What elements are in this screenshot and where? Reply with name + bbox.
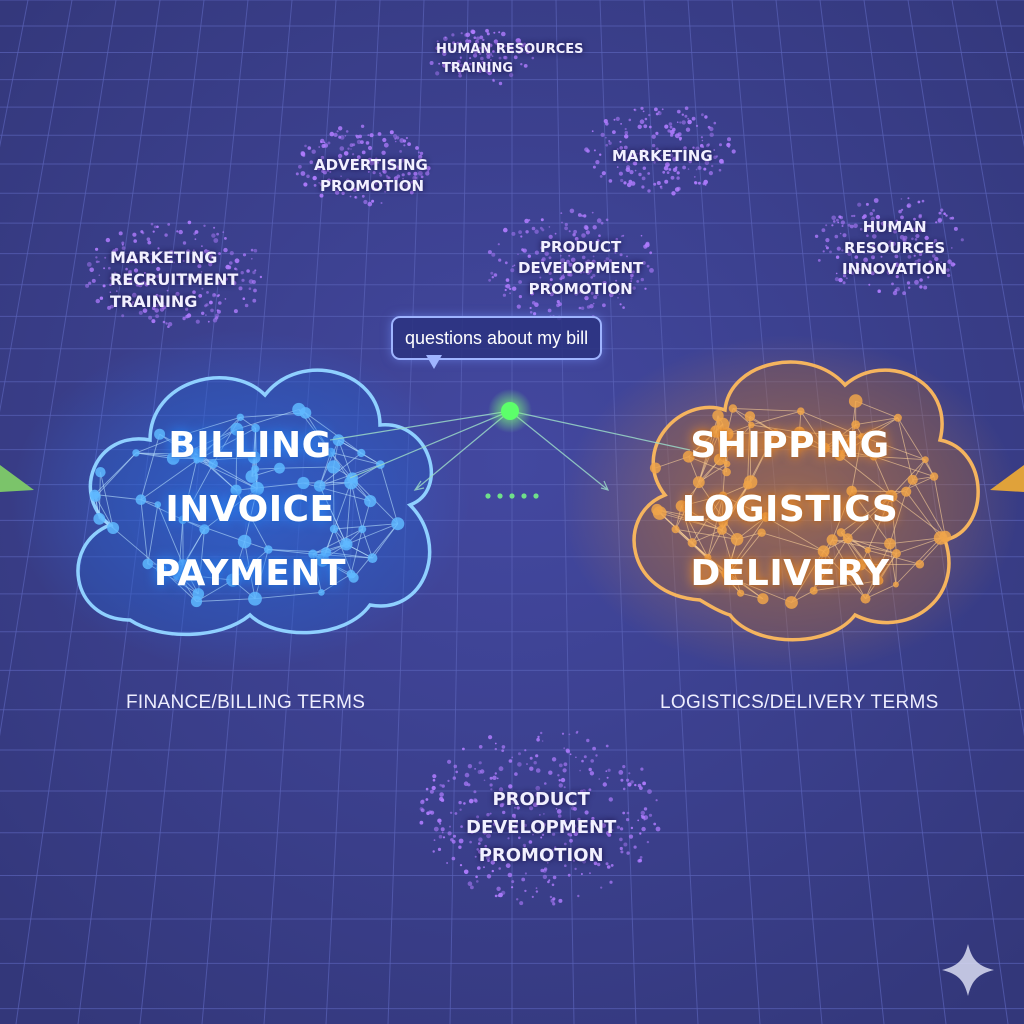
- cluster-label-advertising: ADVERTISING PROMOTION: [314, 155, 428, 197]
- left-arrow-icon: [0, 465, 34, 492]
- cluster-line: PROMOTION: [320, 177, 425, 195]
- cluster-line: DEVELOPMENT: [466, 817, 617, 838]
- cluster-term: PAYMENT: [153, 553, 347, 594]
- query-point: [501, 402, 519, 420]
- cluster-line: INNOVATION: [842, 260, 948, 278]
- cluster-line: TRAINING: [442, 61, 514, 76]
- query-connections: [329, 410, 691, 491]
- cluster-line: HUMAN: [862, 218, 927, 236]
- cluster-term: INVOICE: [165, 489, 335, 530]
- billing-caption: FINANCE/BILLING TERMS: [126, 692, 366, 713]
- shipping-cluster-terms: SHIPPING LOGISTICS DELIVERY: [660, 414, 920, 606]
- cluster-term: DELIVERY: [690, 553, 890, 594]
- cluster-line: PRODUCT: [540, 238, 622, 256]
- cluster-label-product-top: PRODUCT DEVELOPMENT PROMOTION: [518, 237, 643, 300]
- cluster-label-hr-training: HUMAN RESOURCES TRAINING: [436, 40, 584, 78]
- cluster-line: PROMOTION: [478, 845, 604, 866]
- shipping-caption: LOGISTICS/DELIVERY TERMS: [660, 692, 939, 713]
- cluster-line: HUMAN RESOURCES: [436, 42, 584, 57]
- cluster-label-product-bottom: PRODUCT DEVELOPMENT PROMOTION: [466, 786, 616, 870]
- shipping-cluster-cloud: [632, 360, 980, 642]
- background-scatter-points: [85, 28, 964, 906]
- cluster-line: TRAINING: [110, 292, 198, 311]
- cluster-line: PRODUCT: [492, 789, 590, 810]
- query-bubble-tail: [426, 355, 442, 369]
- billing-cluster-cloud: [76, 368, 433, 637]
- query-bubble: questions about my bill: [391, 316, 603, 360]
- cluster-line: RESOURCES: [844, 239, 946, 257]
- cluster-term: SHIPPING: [690, 425, 890, 466]
- right-arrow-icon: [990, 465, 1024, 492]
- query-text: questions about my bill: [405, 328, 589, 348]
- cluster-label-marketing: MARKETING: [612, 146, 713, 167]
- sparkle-icon: [942, 944, 994, 996]
- cluster-label-marketing-recruitment: MARKETING RECRUITMENT TRAINING: [110, 247, 238, 313]
- cluster-line: MARKETING: [612, 147, 713, 165]
- cluster-term: BILLING: [168, 425, 332, 466]
- cluster-term: LOGISTICS: [681, 489, 899, 530]
- shipping-network: [649, 394, 952, 609]
- billing-cluster-terms: BILLING INVOICE PAYMENT: [130, 414, 370, 606]
- cluster-line: DEVELOPMENT: [518, 259, 644, 277]
- cluster-line: RECRUITMENT: [110, 270, 239, 289]
- cluster-line: PROMOTION: [528, 280, 633, 298]
- cluster-label-hr-innovation: HUMAN RESOURCES INNOVATION: [842, 217, 947, 280]
- ellipsis-dots: [485, 493, 539, 499]
- cluster-line: MARKETING: [110, 248, 218, 267]
- cluster-line: ADVERTISING: [314, 156, 428, 174]
